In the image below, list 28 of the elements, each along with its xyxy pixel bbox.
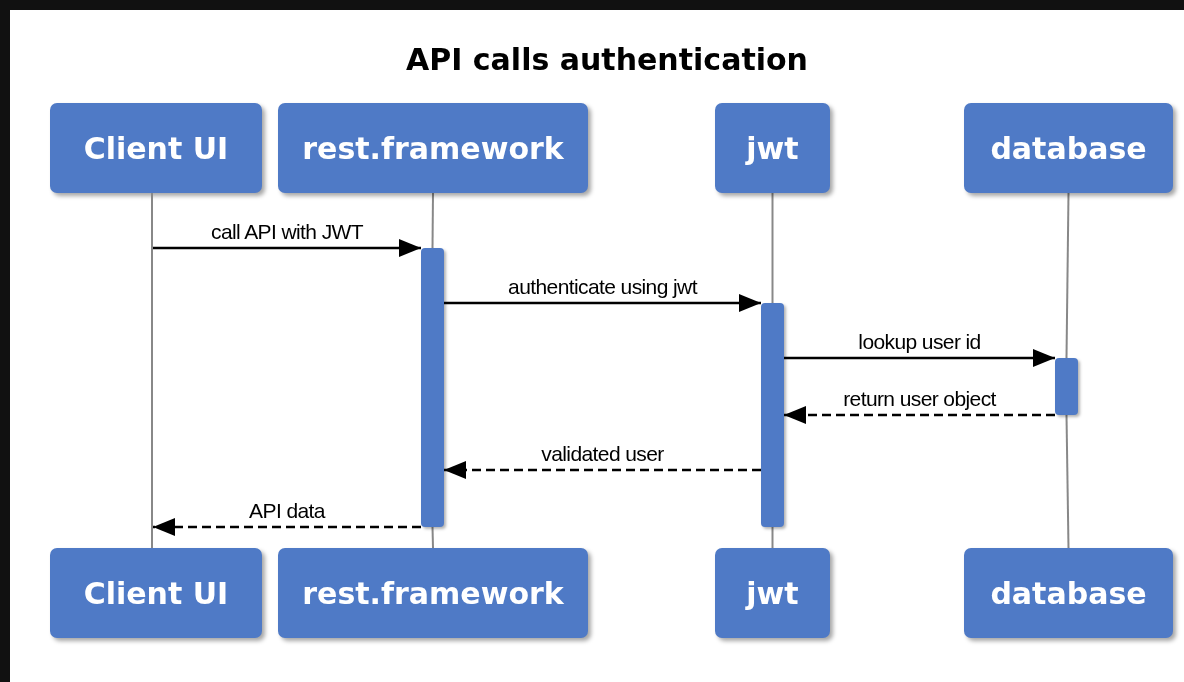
participant-box: database	[964, 103, 1173, 193]
arrow	[444, 461, 761, 479]
lifeline	[771, 192, 774, 304]
participant-box: database	[964, 548, 1173, 638]
participant-box: rest.framework	[278, 548, 588, 638]
participant-box: Client UI	[50, 548, 262, 638]
participant-box: jwt	[715, 548, 830, 638]
edge-label: authenticate using jwt	[506, 276, 699, 298]
arrow	[784, 406, 1055, 424]
lifeline	[431, 526, 434, 549]
activation-bar	[421, 248, 444, 527]
lifeline	[151, 193, 153, 548]
edge-label: lookup user id	[856, 331, 983, 353]
arrow	[153, 239, 421, 257]
arrow	[784, 349, 1055, 367]
participant-box: rest.framework	[278, 103, 588, 193]
lifeline	[1065, 414, 1070, 549]
arrow	[444, 294, 761, 312]
activation-bar	[761, 303, 784, 527]
activation-bar	[1055, 358, 1078, 415]
edge-label: return user object	[841, 388, 998, 410]
lifeline	[1065, 192, 1070, 359]
arrow	[153, 518, 421, 536]
lifeline	[771, 526, 774, 549]
lifeline	[431, 192, 434, 249]
participant-box: jwt	[715, 103, 830, 193]
diagram-title: API calls authentication	[405, 42, 809, 77]
participant-box: Client UI	[50, 103, 262, 193]
